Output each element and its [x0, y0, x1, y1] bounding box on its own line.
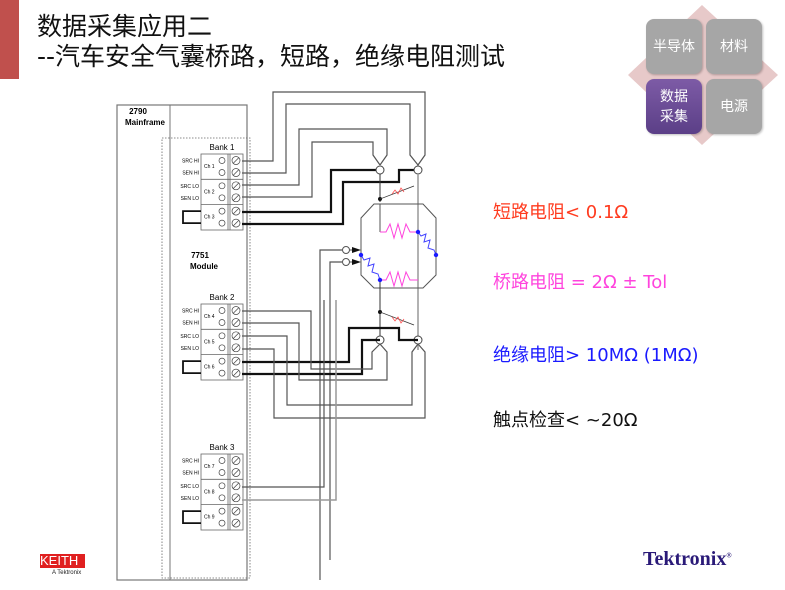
- terminal-pin: [218, 357, 226, 365]
- channel-label: Ch 4: [204, 314, 215, 320]
- registered-mark: ®: [726, 551, 732, 560]
- module-label-2: Module: [190, 262, 219, 271]
- page-title: 数据采集应用二 --汽车安全气囊桥路，短路，绝缘电阻测试: [37, 12, 505, 72]
- terminal-label: SEN HI: [182, 321, 199, 327]
- tile-label: 数据采集: [660, 87, 688, 127]
- terminal-label: SEN LO: [181, 196, 199, 202]
- loopback-jumper: [182, 210, 201, 225]
- terminal-pin: [218, 169, 226, 176]
- terminal-label: SRC LO: [180, 334, 199, 340]
- tile-label: 电源: [720, 98, 748, 115]
- tektronix-logo-text: Tektronix: [643, 548, 727, 570]
- tile-data-acquisition[interactable]: 数据采集: [646, 79, 702, 134]
- title-line-1: 数据采集应用二: [37, 12, 213, 41]
- mainframe-label-1: 2790: [129, 107, 147, 116]
- terminal-pin: [218, 519, 226, 527]
- bank-label: Bank 1: [210, 143, 235, 152]
- keithley-logo-text: KEITH: [40, 554, 79, 568]
- channel-label: Ch 3: [204, 215, 215, 221]
- bank-label: Bank 2: [210, 293, 235, 302]
- terminal-pin: [218, 344, 226, 352]
- tile-label: 材料: [720, 38, 748, 55]
- terminal-pin: [218, 319, 226, 326]
- terminal-pin: [218, 157, 226, 164]
- tile-materials[interactable]: 材料: [706, 19, 762, 74]
- terminal-block: [200, 153, 244, 231]
- terminal-block: [200, 453, 244, 531]
- tile-label-line: 采集: [660, 108, 688, 125]
- terminal-pin: [218, 369, 226, 377]
- note-insulation-resistance: 绝缘电阻> 10MΩ (1MΩ): [493, 345, 699, 366]
- channel-label: Ch 8: [204, 489, 215, 495]
- terminal-pin: [218, 482, 226, 490]
- terminal-label: SRC LO: [180, 484, 199, 490]
- channel-label: Ch 5: [204, 339, 215, 345]
- tile-power[interactable]: 电源: [706, 79, 762, 134]
- terminal-label: SRC HI: [182, 309, 199, 315]
- terminal-label: SEN HI: [182, 171, 199, 177]
- category-tiles: 半导体 材料 数据采集 电源: [620, 0, 785, 150]
- terminal-label: SEN LO: [181, 496, 199, 502]
- module-label-1: 7751: [191, 251, 209, 260]
- tile-label-line: 数据: [660, 88, 688, 105]
- terminal-label: SEN LO: [181, 346, 199, 352]
- terminal-pin: [218, 507, 226, 515]
- terminal-pin: [218, 469, 226, 476]
- channel-label: Ch 2: [204, 189, 215, 195]
- bank-label: Bank 3: [210, 443, 235, 452]
- terminal-pin: [218, 332, 226, 340]
- channel-label: Ch 9: [204, 515, 215, 521]
- terminal-block: [200, 303, 244, 381]
- tile-label: 半导体: [653, 38, 695, 55]
- accent-bar: [0, 0, 19, 79]
- channel-label: Ch 7: [204, 464, 215, 470]
- terminal-pin: [218, 194, 226, 202]
- terminal-pin: [218, 494, 226, 502]
- keithley-logo: KEITH: [40, 554, 85, 568]
- terminal-pin: [218, 307, 226, 314]
- mainframe-box: [116, 104, 248, 581]
- terminal-label: SRC LO: [180, 184, 199, 190]
- tektronix-logo: Tektronix®: [643, 548, 732, 571]
- terminal-pin: [218, 182, 226, 190]
- terminal-pin: [218, 219, 226, 227]
- note-bridge-resistance: 桥路电阻 = 2Ω ± Tol: [493, 272, 668, 293]
- terminal-pin: [218, 207, 226, 215]
- channel-label: Ch 6: [204, 365, 215, 371]
- loopback-jumper: [182, 510, 201, 524]
- note-contact-check: 触点检查< ~20Ω: [493, 410, 638, 431]
- keithley-logo-sub: A Tektronix: [52, 570, 82, 576]
- title-line-2: --汽车安全气囊桥路，短路，绝缘电阻测试: [37, 42, 506, 71]
- note-short-resistance: 短路电阻< 0.1Ω: [493, 202, 629, 223]
- channel-label: Ch 1: [204, 164, 215, 170]
- terminal-label: SRC HI: [182, 459, 199, 465]
- mainframe-label-2: Mainframe: [125, 118, 166, 127]
- terminal-label: SRC HI: [182, 159, 199, 165]
- terminal-label: SEN HI: [182, 471, 199, 477]
- tile-semiconductor[interactable]: 半导体: [646, 19, 702, 74]
- loopback-jumper: [182, 360, 201, 375]
- terminal-pin: [218, 457, 226, 464]
